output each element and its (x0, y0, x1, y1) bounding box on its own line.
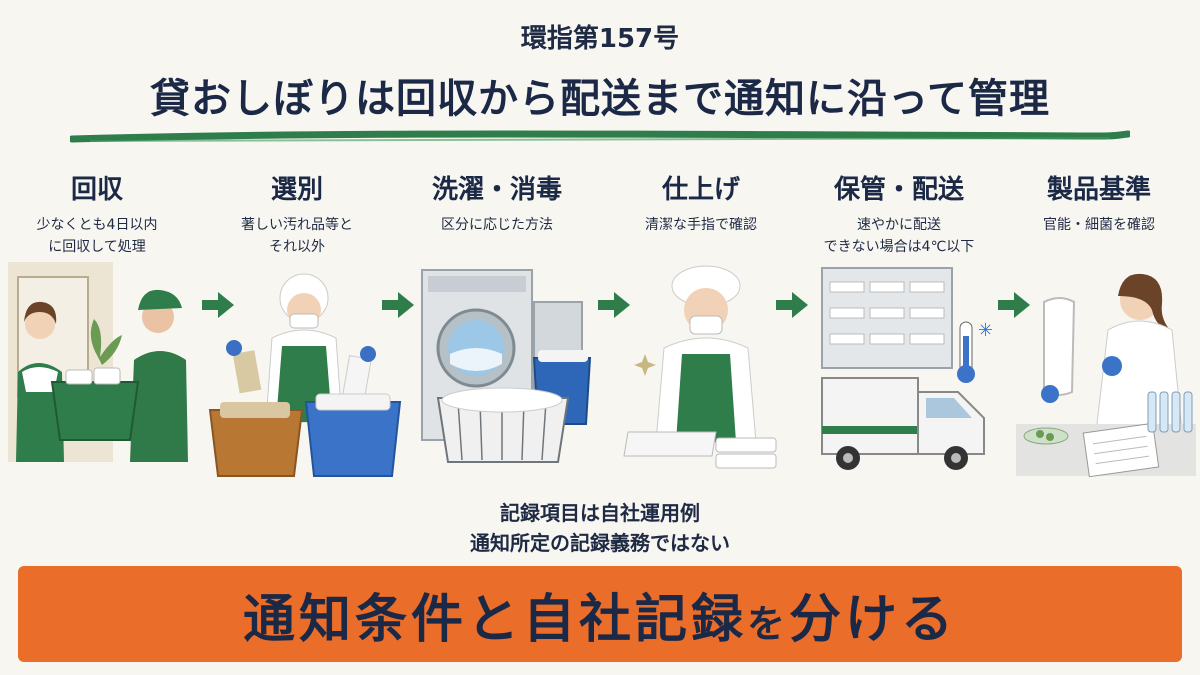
arrow-right-icon (776, 292, 808, 318)
step-desc-line: 速やかに配送 (857, 217, 941, 233)
step-description: 少なくとも4日以内 に回収して処理 (2, 214, 192, 258)
step-description: 区分に応じた方法 (402, 214, 592, 236)
step-title: 仕上げ (661, 175, 740, 205)
record-note-line: 通知所定の記録義務ではない (470, 531, 730, 555)
step-title: 回収 (70, 175, 123, 205)
storage-delivery-illustration: ✳ (821, 267, 993, 470)
banner-text-particle: を (746, 601, 789, 646)
step-product-standard: 製品基準 官能・細菌を確認 (1004, 172, 1194, 236)
banner-text-part: 通知条件と自社記録 (242, 589, 747, 650)
collection-illustration (8, 262, 188, 462)
step-washing: 洗濯・消毒 区分に応じた方法 (402, 172, 592, 236)
step-sorting: 選別 著しい汚れ品等と それ以外 (202, 172, 392, 258)
title-underline (70, 130, 1130, 143)
product-standard-illustration (1016, 273, 1196, 477)
page-title: 貸おしぼりは回収から配送まで通知に沿って管理 (150, 76, 1050, 122)
step-desc-line: に回収して処理 (48, 239, 146, 255)
step-description: 著しい汚れ品等と それ以外 (202, 214, 392, 258)
arrow-right-icon (598, 292, 630, 318)
step-title: 保管・配送 (833, 175, 964, 205)
step-title: 洗濯・消毒 (431, 175, 562, 205)
finishing-illustration (623, 265, 777, 469)
step-desc-line: 著しい汚れ品等と (241, 217, 353, 233)
step-collection: 回収 少なくとも4日以内 に回収して処理 (2, 172, 192, 258)
arrow-right-icon (382, 292, 414, 318)
notice-number: 環指第157号 (520, 24, 680, 54)
record-note-line: 記録項目は自社運用例 (500, 501, 700, 525)
sorting-illustration (208, 273, 402, 477)
step-desc-line: 官能・細菌を確認 (1043, 217, 1155, 233)
step-finishing: 仕上げ 清潔な手指で確認 (606, 172, 796, 236)
step-storage-delivery: 保管・配送 速やかに配送 できない場合は4℃以下 (804, 172, 994, 258)
banner-text: 通知条件と自社記録を分ける (243, 577, 957, 652)
step-description: 官能・細菌を確認 (1004, 214, 1194, 236)
record-note: 記録項目は自社運用例 通知所定の記録義務ではない (0, 498, 1200, 558)
washing-illustration (421, 269, 592, 463)
step-title: 製品基準 (1046, 175, 1151, 205)
banner-text-part: 分ける (789, 589, 958, 650)
arrow-right-icon (998, 292, 1030, 318)
step-desc-line: できない場合は4℃以下 (823, 239, 975, 255)
snowflake-icon: ✳ (978, 320, 993, 341)
step-description: 速やかに配送 できない場合は4℃以下 (804, 214, 994, 258)
step-desc-line: それ以外 (269, 239, 325, 255)
step-description: 清潔な手指で確認 (606, 214, 796, 236)
summary-banner: 通知条件と自社記録を分ける (18, 566, 1182, 662)
arrow-right-icon (202, 292, 234, 318)
step-title: 選別 (270, 175, 323, 205)
step-desc-line: 清潔な手指で確認 (645, 217, 757, 233)
step-desc-line: 区分に応じた方法 (441, 217, 553, 233)
step-desc-line: 少なくとも4日以内 (36, 217, 158, 233)
